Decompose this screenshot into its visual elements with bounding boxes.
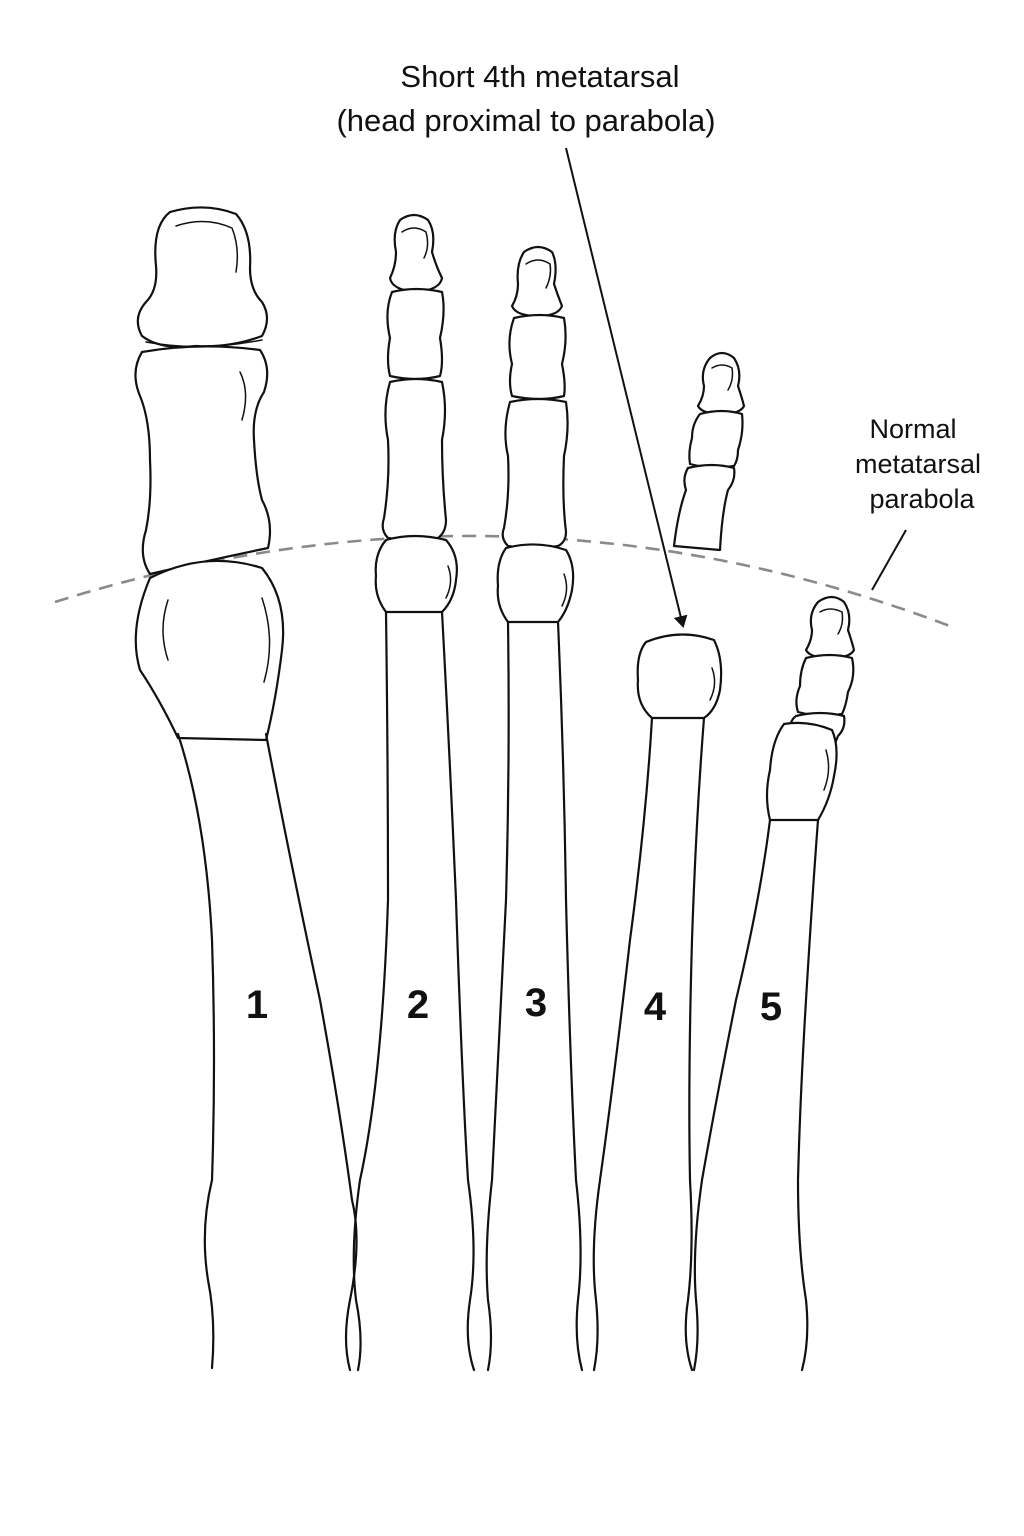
normal-parabola-annotation: Normal metatarsal parabola <box>855 414 981 591</box>
metatarsal-5-shaft-lateral <box>796 818 820 1372</box>
metatarsal-label-5: 5 <box>760 985 782 1029</box>
normal-parabola-label-line1: Normal <box>869 414 956 444</box>
ray-2-distal-phalanx <box>388 213 444 294</box>
short-fourth-arrow <box>565 147 688 628</box>
metatarsal-5-head <box>765 721 838 822</box>
hallux-proximal-phalanx <box>134 345 272 576</box>
ray-3-proximal-phalanx <box>501 397 569 550</box>
metatarsal-4-head <box>636 633 723 720</box>
normal-parabola-label-line2: metatarsal <box>855 449 981 479</box>
metatarsal-label-2: 2 <box>407 983 429 1027</box>
metatarsal-1-shaft-lateral <box>264 732 358 1372</box>
metatarsal-1-shaft-medial <box>176 732 216 1370</box>
metatarsal-3-shaft-lateral <box>556 620 584 1372</box>
metatarsal-3-shaft-medial <box>485 620 510 1372</box>
metatarsal-label-1: 1 <box>246 983 268 1027</box>
hallux-distal-phalanx <box>136 206 269 348</box>
ray-4-proximal-phalanx <box>672 463 736 552</box>
short-fourth-label-line2: (head proximal to parabola) <box>336 103 715 138</box>
ray-3-distal-phalanx <box>510 245 564 318</box>
ray-2-middle-phalanx <box>386 287 445 381</box>
metatarsal-2-head <box>374 534 458 614</box>
metatarsal-5-shaft-medial <box>692 818 772 1372</box>
ray-5 <box>692 595 856 1372</box>
metatarsal-label-3: 3 <box>525 981 547 1025</box>
ray-5-middle-phalanx <box>795 653 855 717</box>
ray-1 <box>134 206 358 1372</box>
metatarsal-4-shaft-lateral <box>684 716 706 1372</box>
metatarsal-label-4: 4 <box>644 985 667 1029</box>
normal-parabola-label-line3: parabola <box>869 484 975 514</box>
ray-5-distal-phalanx <box>804 595 856 660</box>
ray-3 <box>485 245 584 1372</box>
ray-4-distal-phalanx <box>696 351 746 416</box>
ray-3-middle-phalanx <box>508 313 567 401</box>
normal-parabola-leader <box>871 529 907 591</box>
metatarsal-1-head <box>134 559 285 742</box>
metatarsal-2-shaft-medial <box>352 610 390 1372</box>
short-fourth-label-line1: Short 4th metatarsal <box>400 59 679 94</box>
ray-2-proximal-phalanx <box>381 377 448 542</box>
short-fourth-annotation: Short 4th metatarsal (head proximal to p… <box>336 59 716 628</box>
ray-4 <box>592 351 746 1372</box>
metatarsal-2-shaft-lateral <box>440 610 476 1372</box>
ray-2 <box>352 213 476 1372</box>
ray-4-middle-phalanx <box>688 409 744 469</box>
metatarsal-4-shaft-medial <box>592 716 654 1372</box>
metatarsal-3-head <box>496 543 575 624</box>
